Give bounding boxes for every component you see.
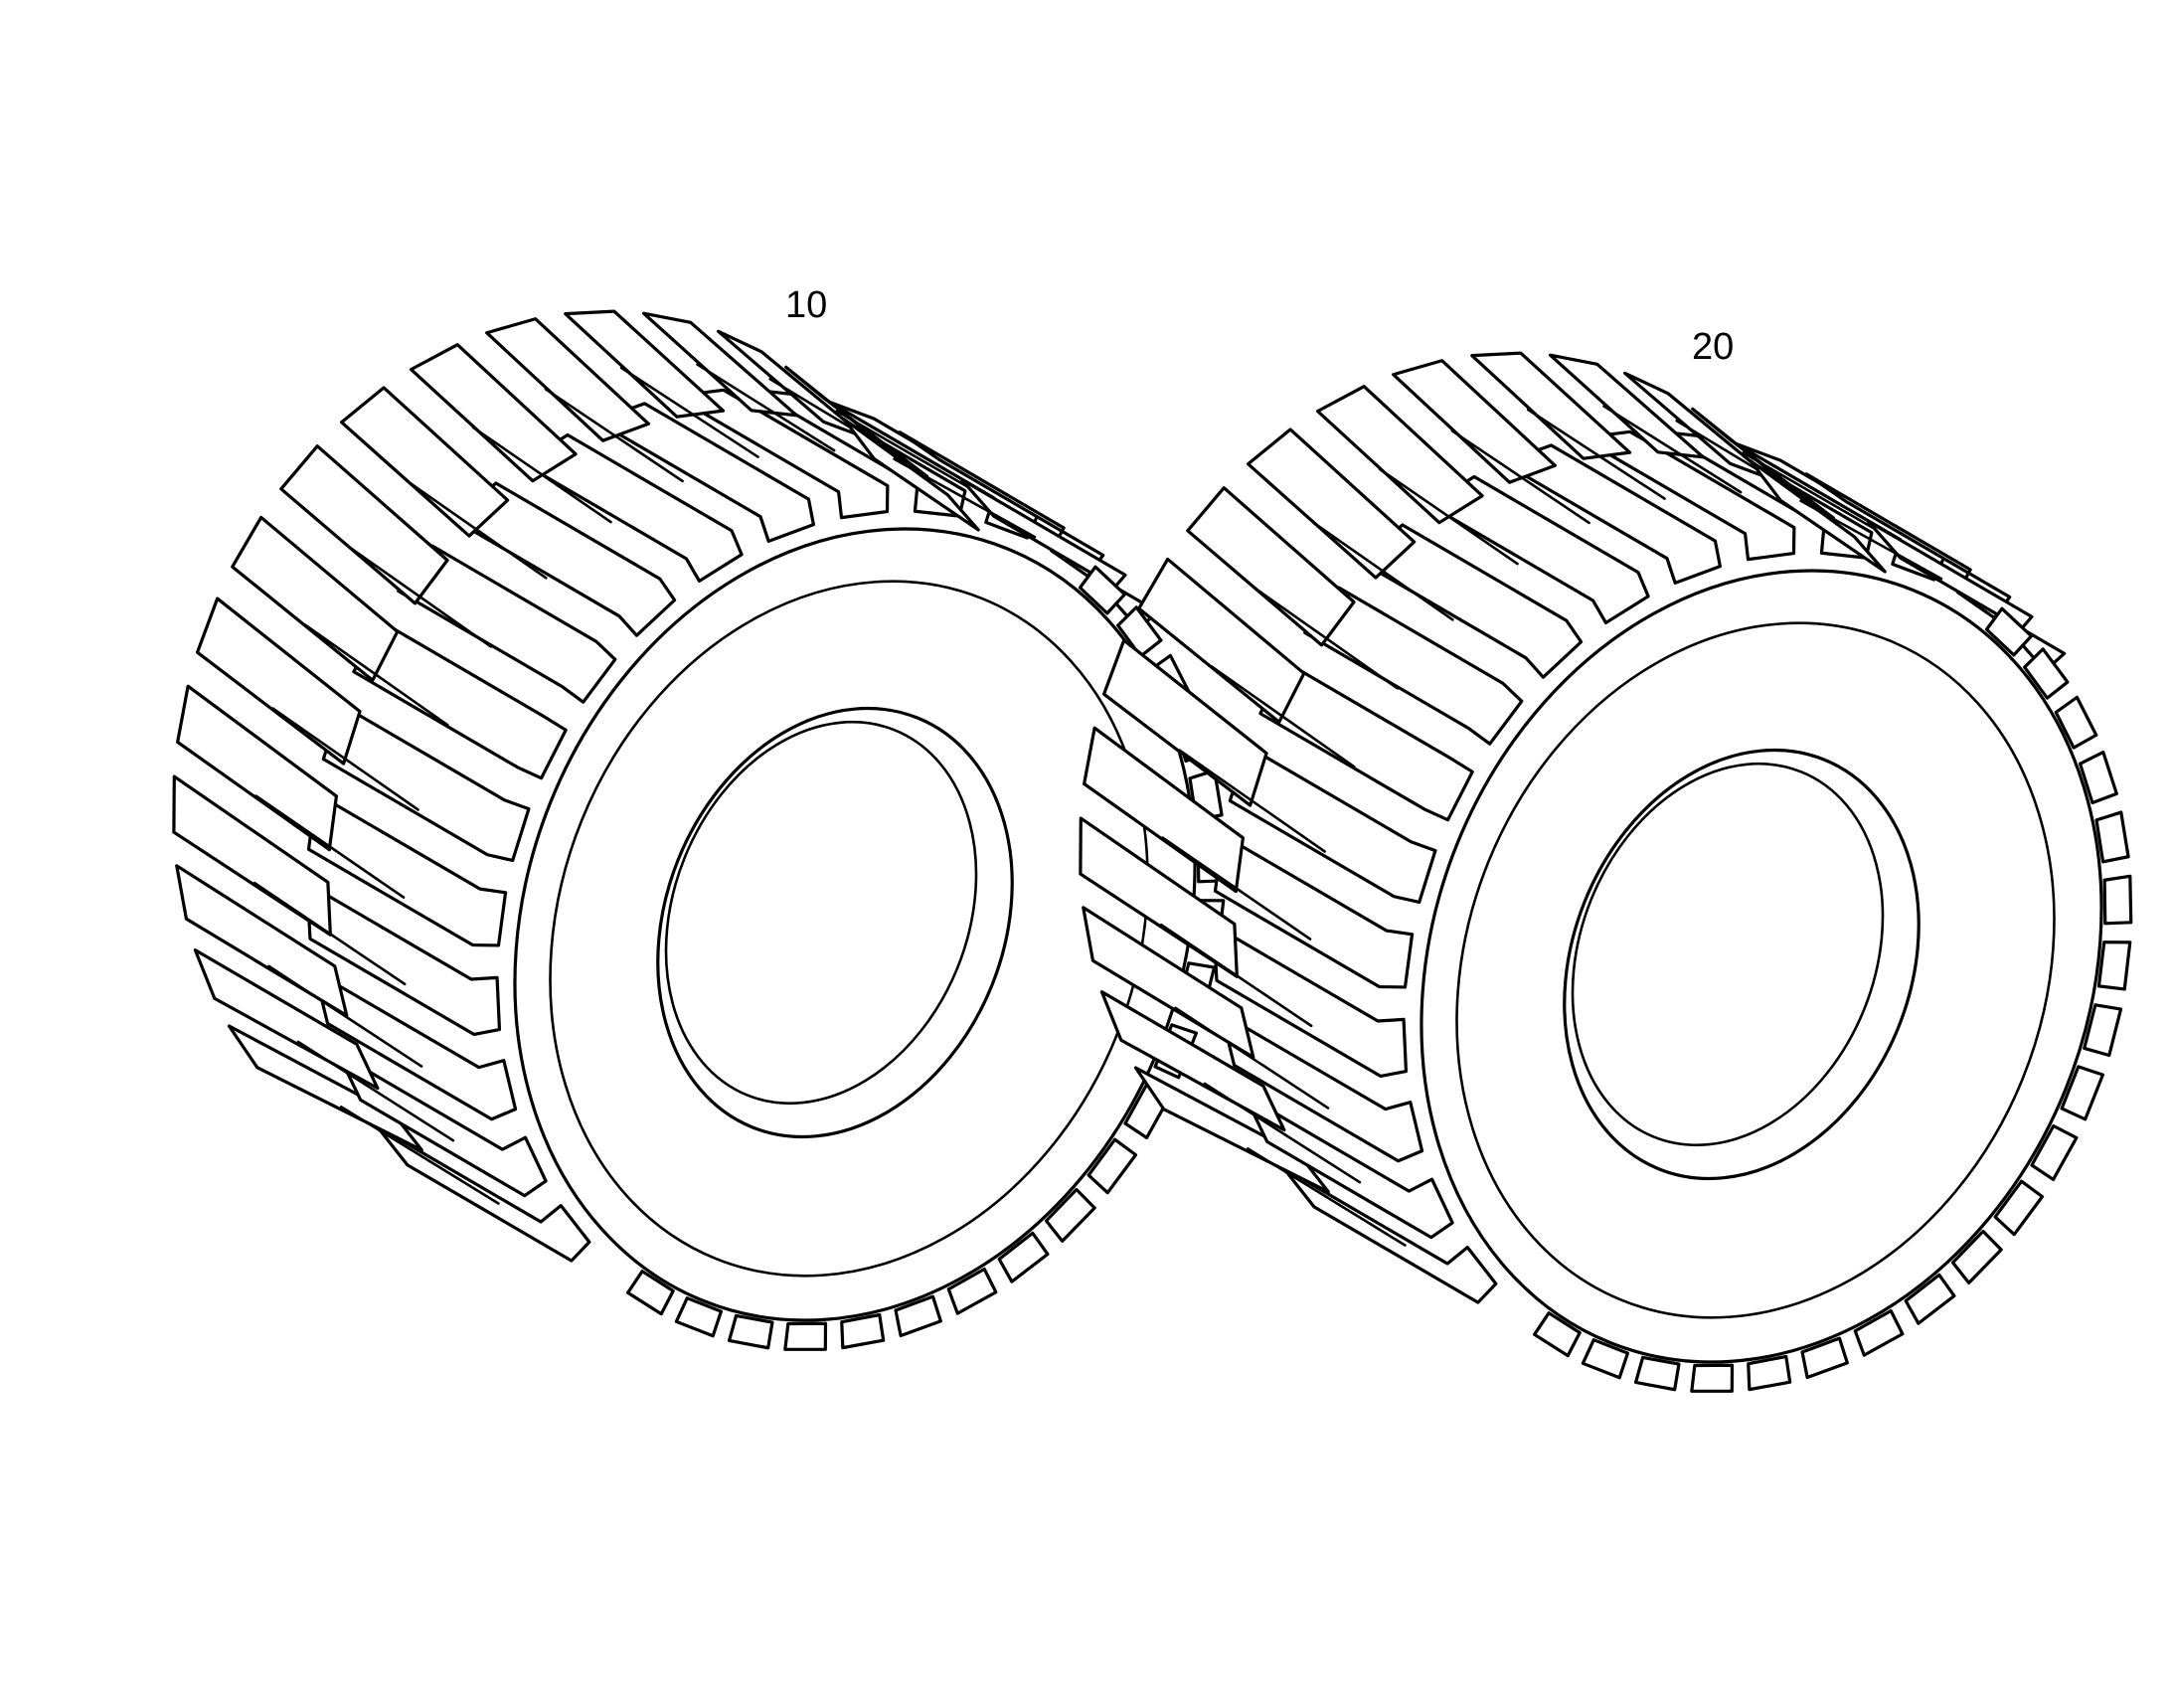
tire-icon	[1079, 351, 2133, 1393]
callout-label[interactable]: 10	[785, 284, 828, 326]
tire-icon	[172, 309, 1227, 1351]
callout-label[interactable]: 20	[1692, 326, 1735, 368]
